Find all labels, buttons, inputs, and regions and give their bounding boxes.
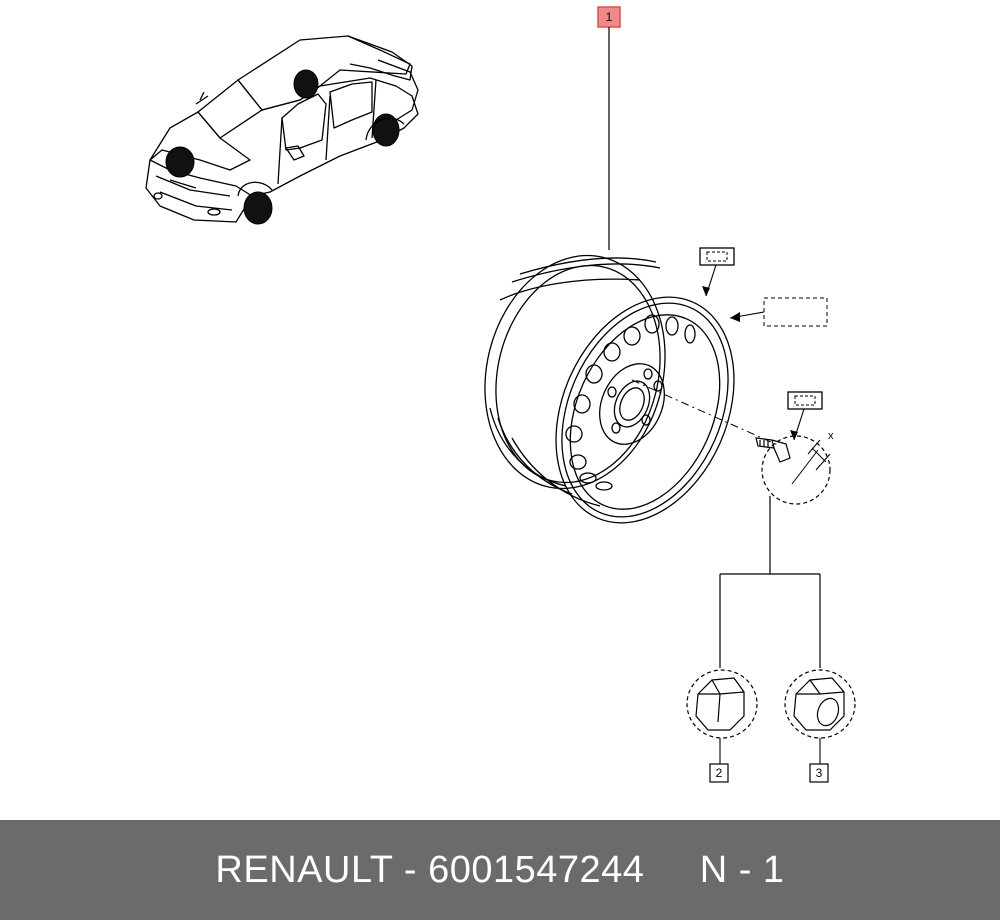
footer-caption: RENAULT - 6001547244 N - 1 (215, 849, 784, 892)
bolt-cap-2 (686, 669, 758, 739)
callout-3[interactable]: 3 (809, 763, 829, 783)
part-number: 6001547244 (428, 848, 645, 891)
rim-tag-top (699, 247, 735, 297)
callout-3-box (809, 763, 829, 783)
callout-2[interactable]: 2 (709, 763, 729, 783)
wheel-bolt (755, 435, 831, 505)
callout-1[interactable]: 1 (597, 6, 621, 28)
brand-name: RENAULT (215, 848, 393, 891)
callout-2-box (709, 763, 729, 783)
wheel-rim (484, 254, 735, 524)
footer-separator: - (392, 848, 429, 891)
dimension-x-label: x (828, 430, 834, 442)
footer-bar: RENAULT - 6001547244 N - 1 (0, 820, 1000, 920)
callout-2-label: 2 (716, 766, 723, 780)
position-code: N - 1 (699, 848, 785, 891)
car-locator-illustration (145, 35, 419, 223)
callout-3-label: 3 (816, 766, 823, 780)
dimension-x (791, 439, 831, 485)
variant-bracket (719, 496, 821, 668)
rim-tag-side (729, 297, 828, 327)
car-wheel-markers (165, 69, 400, 225)
callout-1-label: 1 (606, 10, 613, 24)
parts-diagram: 1 (145, 6, 856, 783)
bolt-tag (787, 391, 823, 441)
bolt-cap-3 (784, 669, 856, 739)
